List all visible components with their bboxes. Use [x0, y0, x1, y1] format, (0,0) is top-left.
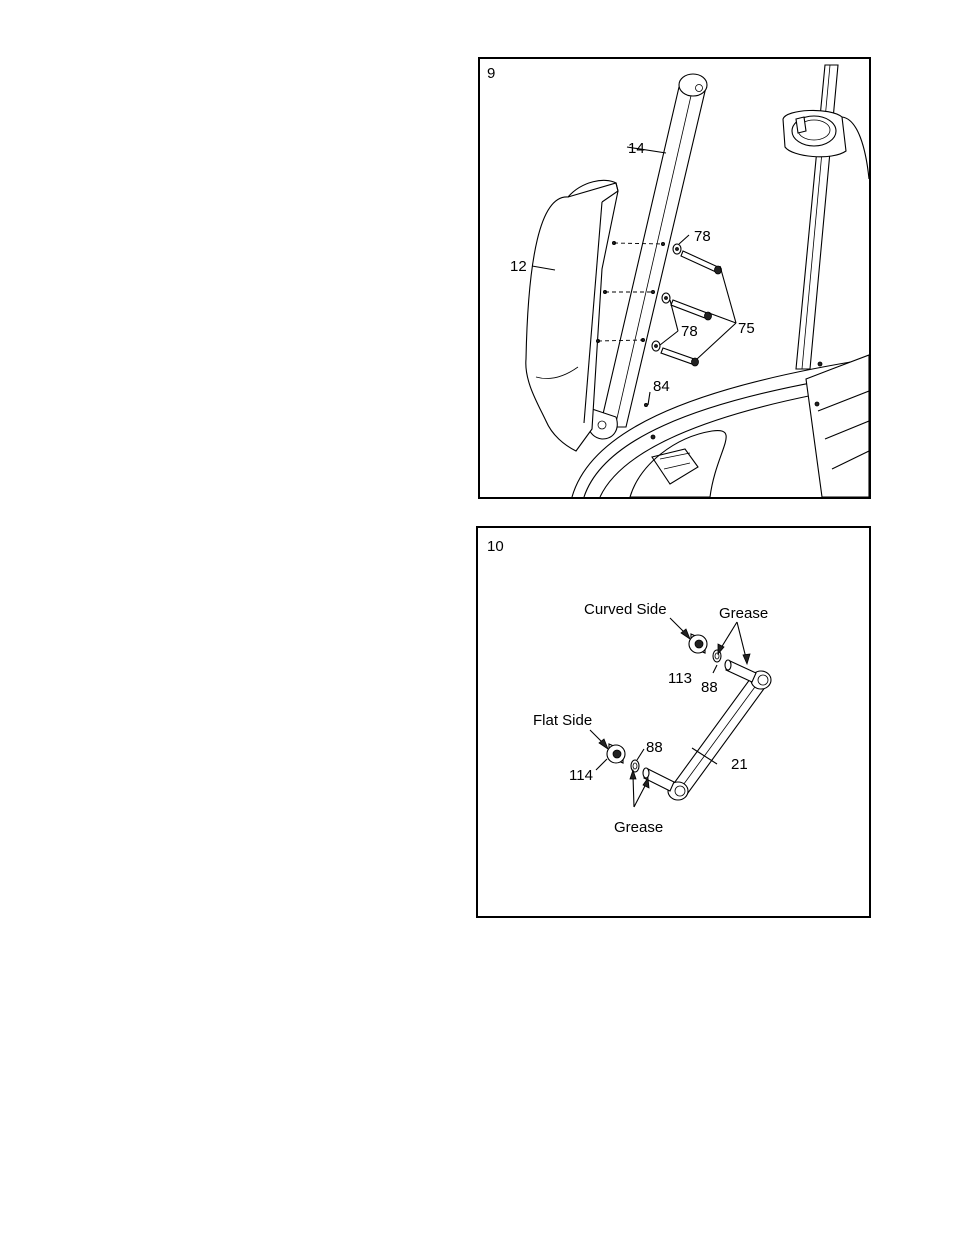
step-10-diagram-panel: 10: [476, 526, 871, 918]
label-part-88-top: 88: [701, 679, 718, 696]
label-part-12: 12: [510, 258, 527, 275]
label-curved-side: Curved Side: [584, 601, 667, 618]
label-part-78-bottom: 78: [681, 323, 698, 340]
label-part-75: 75: [738, 320, 755, 337]
cap-part-113: [689, 634, 707, 653]
label-part-114: 114: [569, 767, 593, 784]
upright-frame: [783, 65, 869, 497]
label-part-113: 113: [668, 670, 692, 687]
step-10-illustration: 10: [478, 528, 869, 916]
label-part-88-bottom: 88: [646, 739, 663, 756]
label-part-14: 14: [628, 140, 645, 157]
step-9-diagram-panel: 9: [478, 57, 871, 499]
step-10-number: 10: [487, 538, 504, 555]
label-part-78-top: 78: [694, 228, 711, 245]
label-part-21: 21: [731, 756, 748, 773]
label-part-84: 84: [653, 378, 670, 395]
label-flat-side: Flat Side: [533, 712, 592, 729]
step-9-illustration: 9: [480, 59, 869, 497]
label-grease-bottom: Grease: [614, 819, 663, 836]
step-9-number: 9: [487, 65, 495, 82]
label-grease-top: Grease: [719, 605, 768, 622]
cap-part-114: [607, 744, 625, 763]
